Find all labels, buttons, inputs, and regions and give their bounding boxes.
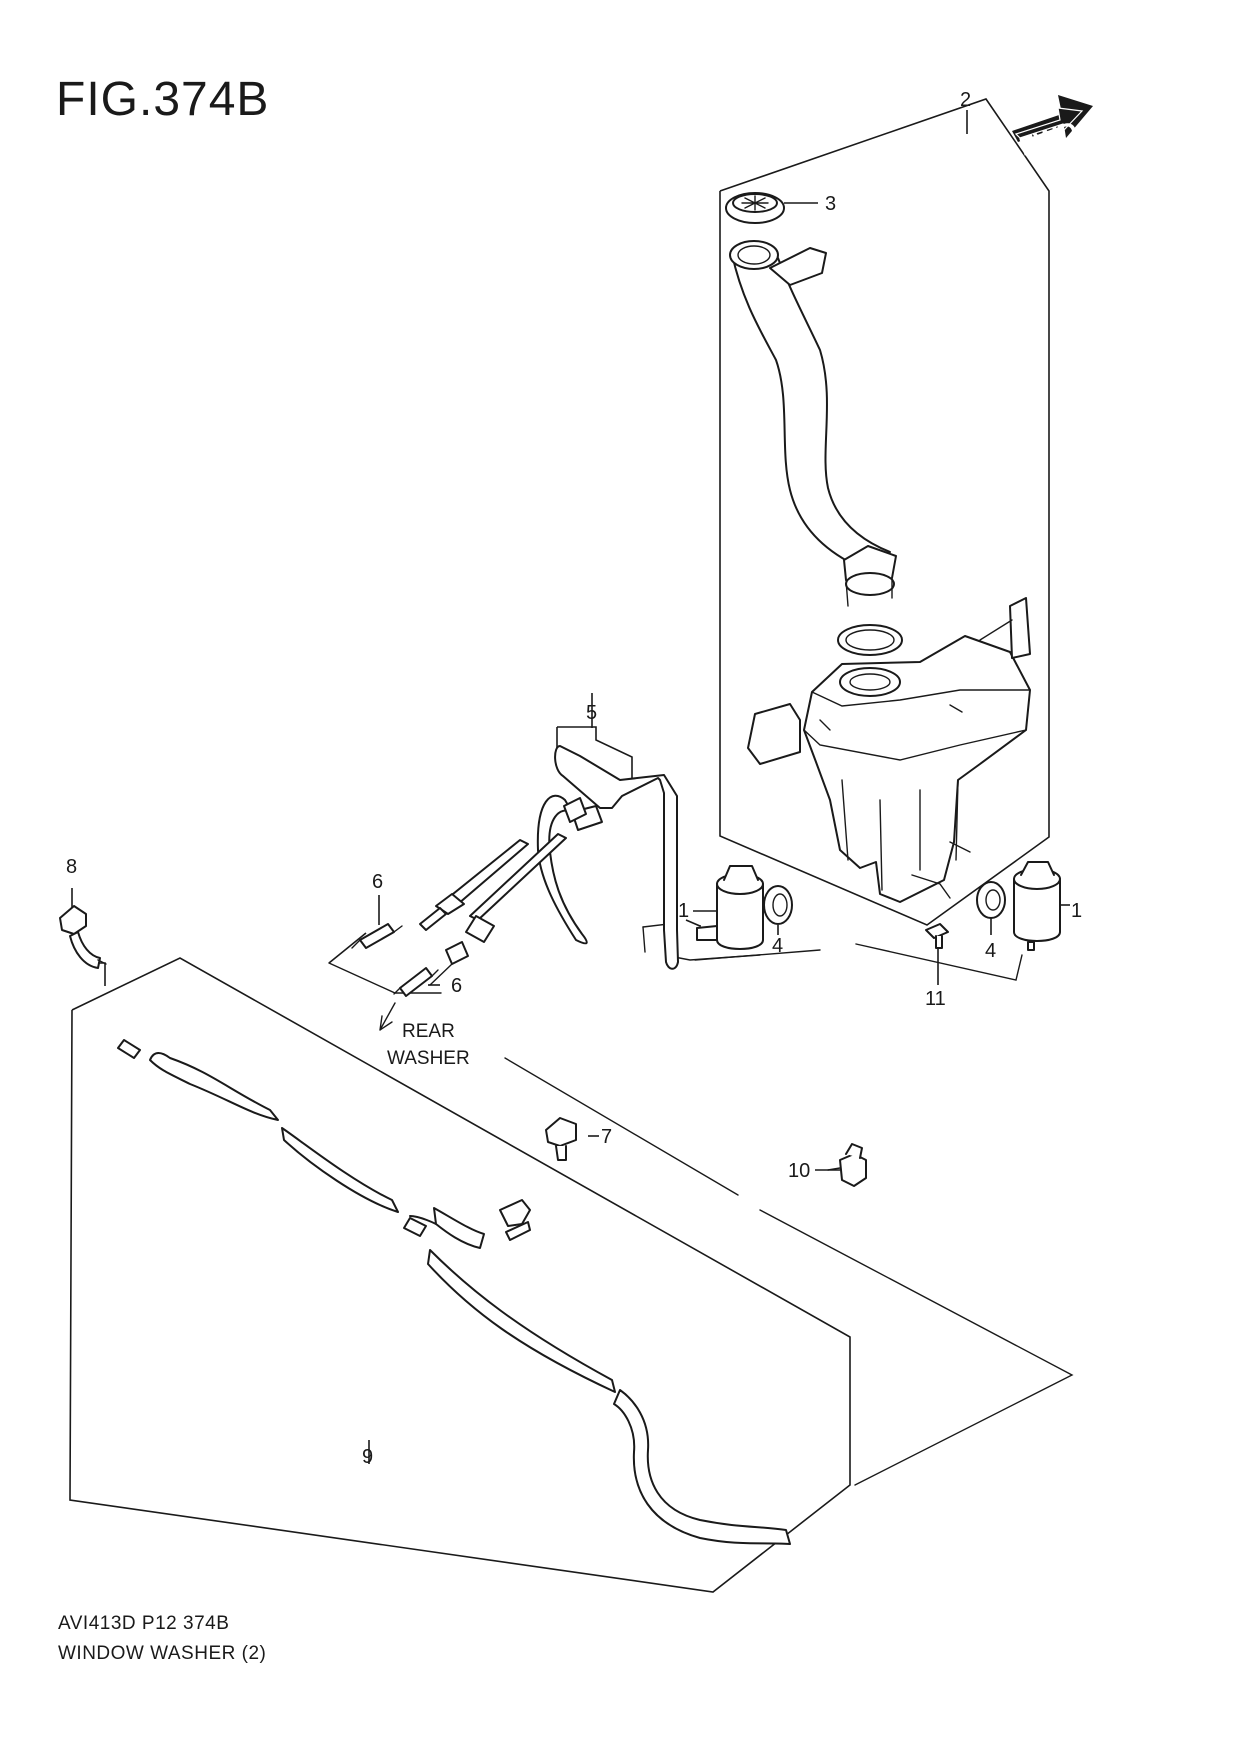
washer-pump-left-icon: [696, 865, 764, 950]
reservoir-cap-icon: [725, 192, 818, 224]
connector-lower-icon: [393, 967, 439, 997]
rear-washer-arrow-icon: [379, 1002, 396, 1031]
grommet-right-icon: [976, 881, 1006, 919]
callout-9: 9: [362, 1446, 373, 1468]
figure-name: WINDOW WASHER (2): [58, 1643, 267, 1664]
rear-washer-line-1: REAR: [402, 1021, 455, 1042]
fwd-label: FWD: [1016, 115, 1082, 162]
callout-5: 5: [586, 702, 597, 724]
hose-harness-icon: [419, 745, 679, 986]
connector-upper-icon: [351, 923, 403, 949]
rear-washer-line-2: WASHER: [387, 1048, 470, 1069]
figure-title: FIG.374B: [56, 73, 270, 126]
grommet-left-icon: [763, 885, 793, 925]
callout-leader-lines: [71, 888, 1070, 1171]
callout-4-right: 4: [985, 940, 996, 962]
hose-group-frame: [69, 957, 1074, 1593]
callout-6-lower: 6: [451, 975, 462, 997]
hose-clip-icon: [827, 1143, 867, 1187]
washer-hose-icon: [117, 1039, 791, 1545]
filler-neck-icon: [729, 240, 903, 656]
callout-3: 3: [825, 193, 836, 215]
washer-tank-icon: [747, 597, 1031, 903]
callout-8: 8: [66, 856, 77, 878]
washer-nozzle-icon: [59, 905, 107, 969]
callout-7: 7: [601, 1126, 612, 1148]
callout-1-right: 1: [1071, 900, 1082, 922]
callout-10: 10: [788, 1160, 810, 1182]
callout-2: 2: [960, 89, 971, 111]
callout-4-left: 4: [772, 935, 783, 957]
figure-code: AVI413D P12 374B: [58, 1613, 230, 1634]
jet-nozzle-icon: [545, 1117, 577, 1161]
callout-1-left: 1: [678, 900, 689, 922]
callout-11: 11: [925, 988, 946, 1010]
reservoir-group-frame: [719, 98, 1050, 926]
fwd-arrow-badge: FWD: [1012, 95, 1093, 162]
washer-pump-right-icon: [1013, 861, 1061, 951]
callout-6-upper: 6: [372, 871, 383, 893]
bolt-icon: [925, 923, 949, 949]
